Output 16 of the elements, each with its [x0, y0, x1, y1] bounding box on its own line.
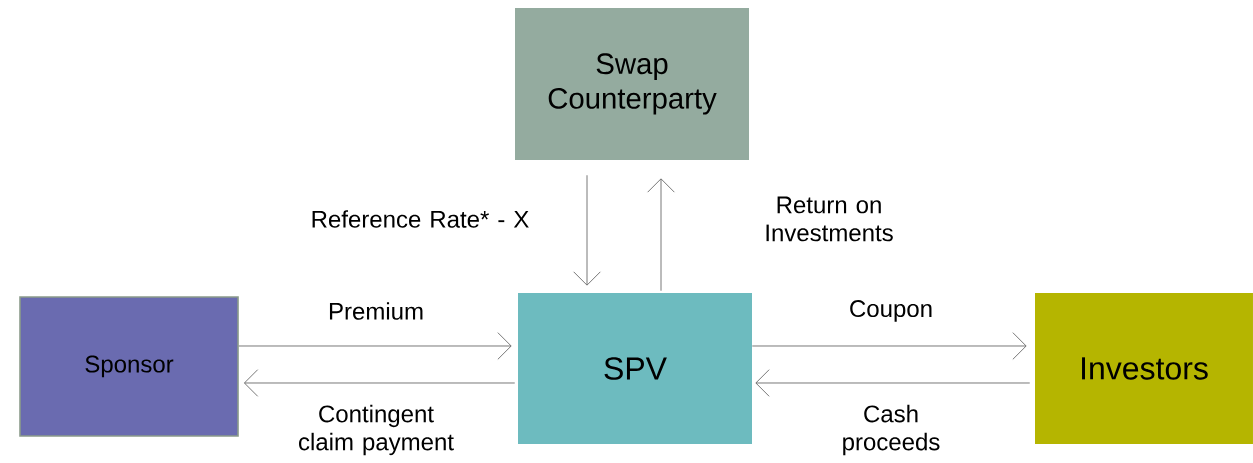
arrow: [755, 369, 1031, 397]
box: Investors: [1035, 293, 1253, 444]
box: Sponsor: [19, 296, 239, 437]
edge-label: Return on Investments: [766, 196, 893, 242]
edge-label: Premium: [329, 302, 423, 320]
edge-label: Contingent claim payment: [299, 404, 454, 456]
edge-label: Coupon: [850, 300, 932, 322]
box: SPV: [518, 293, 752, 444]
arrow: [244, 369, 516, 397]
arrow: [751, 332, 1027, 360]
edge-label: Cash proceeds: [843, 404, 940, 456]
box: Swap Counterparty: [515, 8, 749, 160]
arrow: [238, 332, 512, 360]
arrow: [573, 174, 601, 286]
arrow: [647, 178, 675, 292]
edge-label: Reference Rate* - X: [312, 210, 529, 228]
